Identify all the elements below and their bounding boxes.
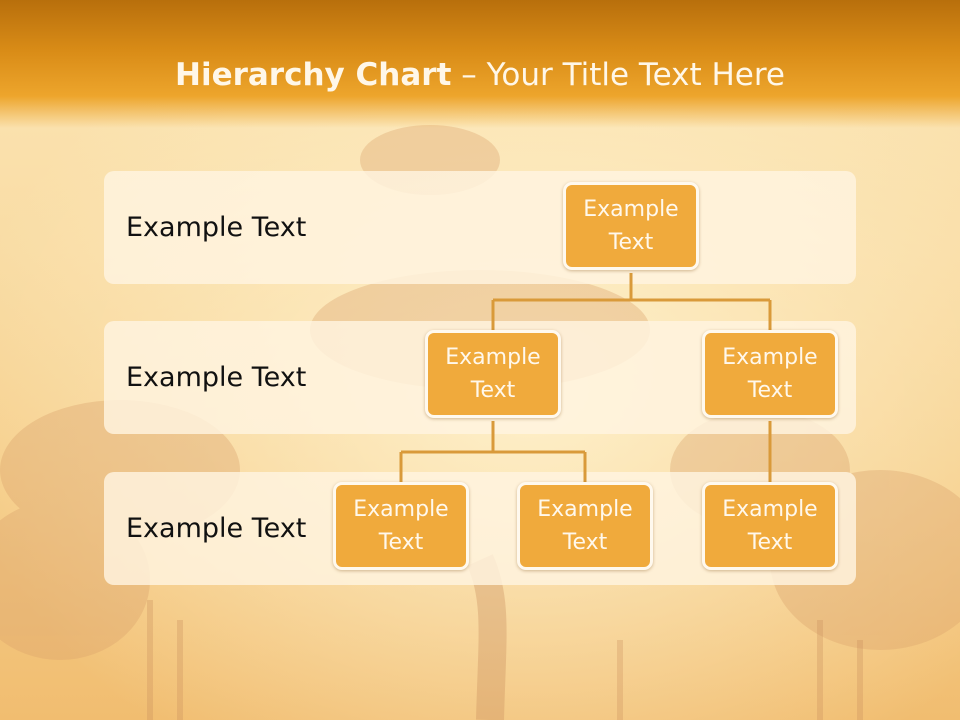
node-level3-a-text: Example Text [353,497,449,555]
node-level2-left-text: Example Text [445,345,541,403]
level-label-2: Example Text [126,362,307,393]
node-level3-c-text: Example Text [722,497,818,555]
node-level2-right[interactable]: Example Text [702,330,838,418]
node-root-text: Example Text [583,197,679,255]
level-label-3: Example Text [126,513,307,544]
level-band-1 [104,171,856,284]
slide-title: Hierarchy Chart – Your Title Text Here [0,52,960,98]
node-level3-b-text: Example Text [537,497,633,555]
node-level3-b[interactable]: Example Text [517,482,653,570]
node-level2-left[interactable]: Example Text [425,330,561,418]
node-level3-a[interactable]: Example Text [333,482,469,570]
title-bar [0,0,960,128]
title-bold-part: Hierarchy Chart [175,57,452,93]
level-label-1: Example Text [126,212,307,243]
title-rest: Your Title Text Here [486,57,785,93]
node-root[interactable]: Example Text [563,182,699,270]
node-level2-right-text: Example Text [722,345,818,403]
title-separator: – [451,57,487,93]
node-level3-c[interactable]: Example Text [702,482,838,570]
